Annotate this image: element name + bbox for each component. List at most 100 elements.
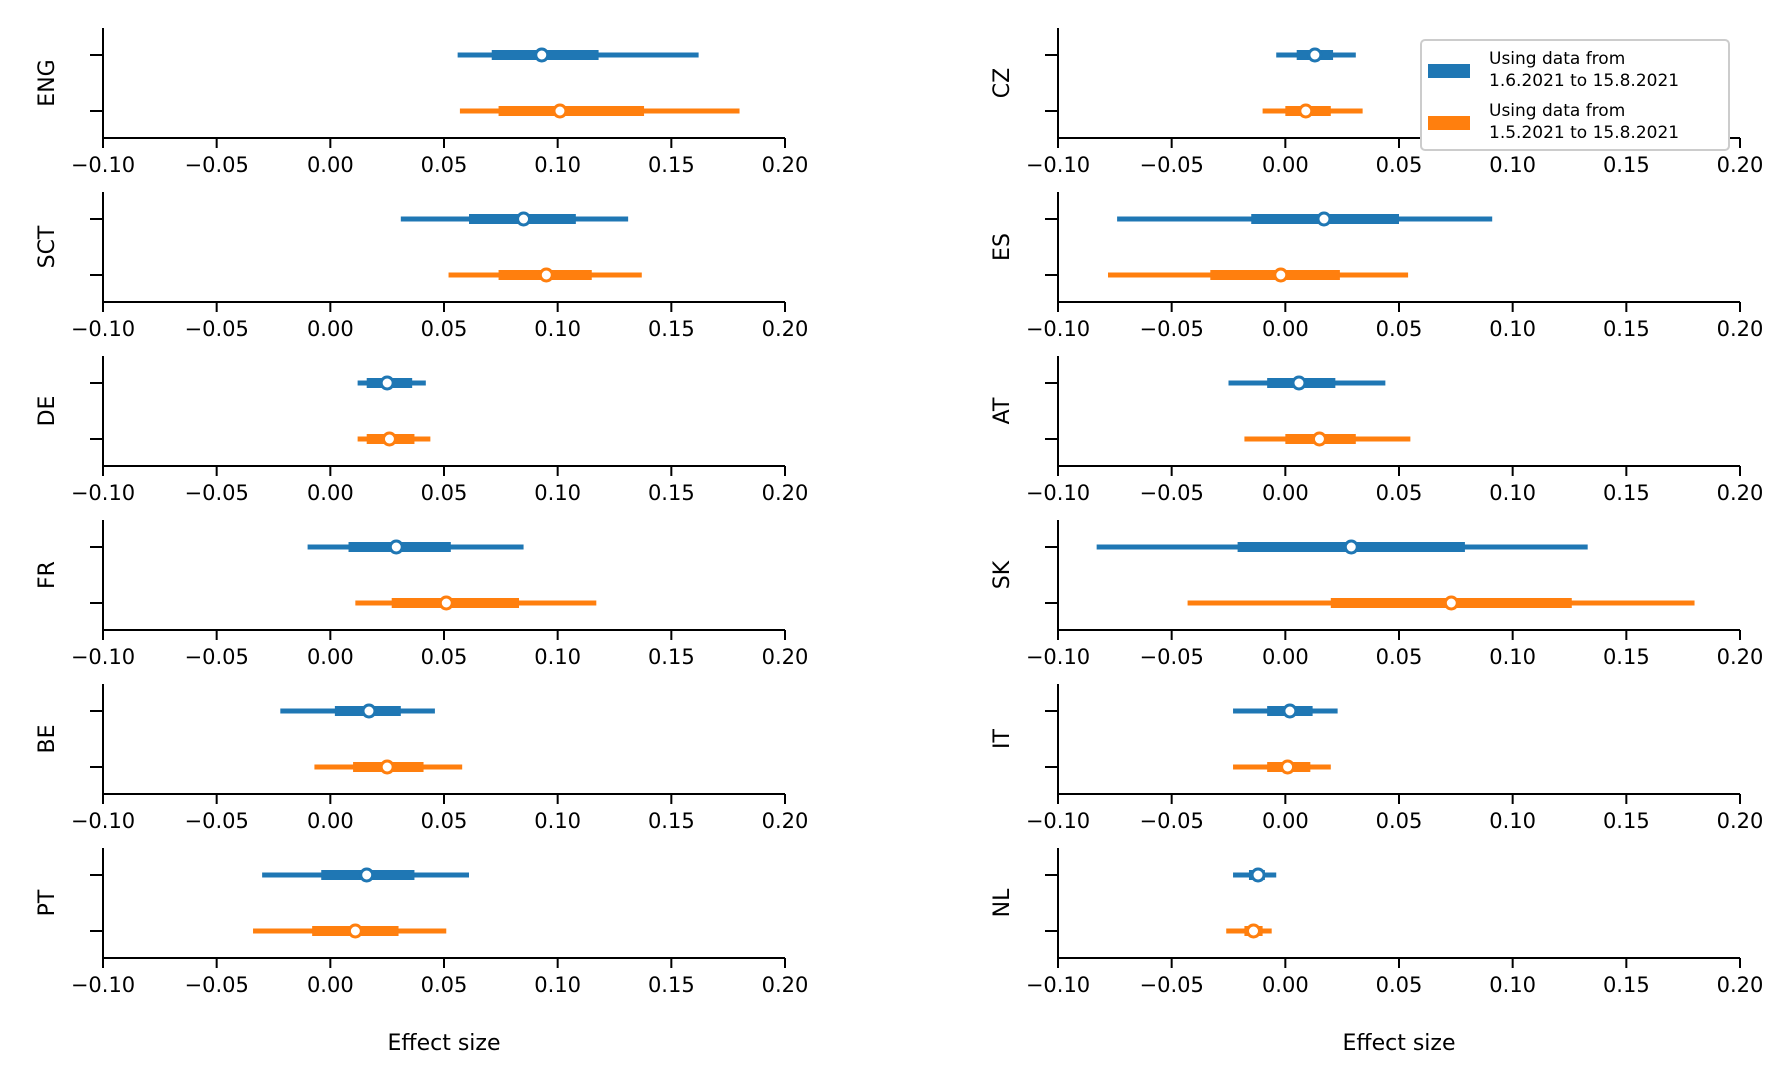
longer-median-point (438, 595, 454, 611)
x-tick-label: 0.05 (1376, 153, 1423, 177)
x-tick-label: −0.05 (184, 645, 248, 669)
x-tick-label: 0.15 (648, 973, 695, 997)
x-tick-label: 0.10 (1489, 153, 1536, 177)
x-tick-label: 0.00 (307, 809, 354, 833)
x-tick-label: 0.05 (421, 481, 468, 505)
x-tick-label: −0.05 (184, 809, 248, 833)
x-tick-label: 0.10 (534, 809, 581, 833)
x-tick-label: 0.10 (1489, 481, 1536, 505)
longer-median-point (379, 759, 395, 775)
x-tick-label: 0.20 (1717, 481, 1764, 505)
x-tick-label: 0.20 (762, 153, 809, 177)
x-tick-label: 0.00 (1262, 481, 1309, 505)
country-label: SCT (35, 225, 60, 268)
x-tick-label: 0.15 (1603, 317, 1650, 341)
x-tick-label: 0.20 (762, 645, 809, 669)
x-tick-label: 0.00 (307, 153, 354, 177)
x-tick-label: 0.10 (1489, 317, 1536, 341)
x-tick-label: 0.05 (1376, 317, 1423, 341)
x-tick-label: 0.05 (421, 809, 468, 833)
x-tick-label: 0.00 (307, 317, 354, 341)
x-tick-label: 0.20 (1717, 809, 1764, 833)
longer-median-point (1443, 595, 1459, 611)
x-tick-label: 0.00 (1262, 317, 1309, 341)
x-tick-label: 0.15 (1603, 809, 1650, 833)
x-tick-label: −0.10 (71, 317, 135, 341)
legend-label-line1: Using data from (1489, 101, 1625, 121)
x-tick-label: 0.00 (1262, 973, 1309, 997)
x-tick-label: 0.15 (1603, 645, 1650, 669)
longer-median-point (1280, 759, 1296, 775)
x-tick-label: 0.20 (762, 973, 809, 997)
x-tick-label: −0.10 (71, 973, 135, 997)
x-tick-label: −0.10 (1026, 317, 1090, 341)
x-tick-label: 0.15 (1603, 973, 1650, 997)
longer-median-point (1246, 923, 1262, 939)
x-tick-label: −0.05 (184, 317, 248, 341)
x-tick-label: 0.20 (1717, 645, 1764, 669)
x-axis-title: Effect size (388, 1031, 501, 1056)
panel-sct: SCT −0.10 −0.05 0.00 0.05 0.10 0.15 0.20 (35, 192, 808, 341)
longer-median-point (1273, 267, 1289, 283)
x-tick-label: 0.10 (534, 645, 581, 669)
legend-label-line2: 1.6.2021 to 15.8.2021 (1489, 71, 1679, 91)
country-label: BE (35, 725, 60, 754)
recent-median-point (1343, 539, 1359, 555)
country-label: FR (35, 561, 60, 589)
recent-median-point (516, 211, 532, 227)
x-tick-label: −0.05 (1139, 481, 1203, 505)
x-tick-label: 0.05 (1376, 645, 1423, 669)
x-tick-label: −0.05 (184, 153, 248, 177)
x-tick-label: 0.20 (762, 317, 809, 341)
x-tick-label: 0.10 (1489, 809, 1536, 833)
recent-median-point (1250, 867, 1266, 883)
country-label: PT (35, 889, 60, 916)
legend-label-line1: Using data from (1489, 49, 1625, 69)
recent-median-point (534, 47, 550, 63)
longer-median-point (552, 103, 568, 119)
x-tick-label: 0.10 (534, 481, 581, 505)
country-label: ENG (35, 59, 60, 106)
recent-median-point (379, 375, 395, 391)
x-tick-label: 0.15 (648, 809, 695, 833)
x-tick-label: 0.00 (1262, 809, 1309, 833)
longer-median-point (1311, 431, 1327, 447)
x-tick-label: 0.15 (1603, 153, 1650, 177)
x-tick-label: −0.05 (184, 481, 248, 505)
x-tick-label: 0.15 (648, 481, 695, 505)
x-tick-label: −0.10 (1026, 973, 1090, 997)
x-tick-label: 0.00 (307, 481, 354, 505)
x-tick-label: 0.10 (534, 973, 581, 997)
x-tick-label: −0.10 (71, 809, 135, 833)
x-tick-label: 0.05 (1376, 973, 1423, 997)
legend-swatch-recent (1428, 64, 1470, 78)
x-tick-label: 0.05 (421, 317, 468, 341)
legend-label-line2: 1.5.2021 to 15.8.2021 (1489, 123, 1679, 143)
legend-swatch-longer (1428, 116, 1470, 130)
x-tick-label: −0.10 (1026, 481, 1090, 505)
x-tick-label: 0.10 (534, 153, 581, 177)
x-tick-label: 0.00 (307, 973, 354, 997)
x-tick-label: 0.10 (534, 317, 581, 341)
x-tick-label: 0.20 (1717, 153, 1764, 177)
longer-median-point (1298, 103, 1314, 119)
x-tick-label: 0.15 (648, 317, 695, 341)
x-tick-label: 0.00 (1262, 645, 1309, 669)
x-tick-label: −0.10 (1026, 809, 1090, 833)
country-label: DE (35, 396, 60, 427)
x-tick-label: −0.10 (71, 153, 135, 177)
x-tick-label: −0.10 (1026, 645, 1090, 669)
x-tick-label: −0.05 (1139, 153, 1203, 177)
x-tick-label: −0.10 (71, 645, 135, 669)
recent-median-point (388, 539, 404, 555)
country-label: IT (990, 728, 1015, 748)
